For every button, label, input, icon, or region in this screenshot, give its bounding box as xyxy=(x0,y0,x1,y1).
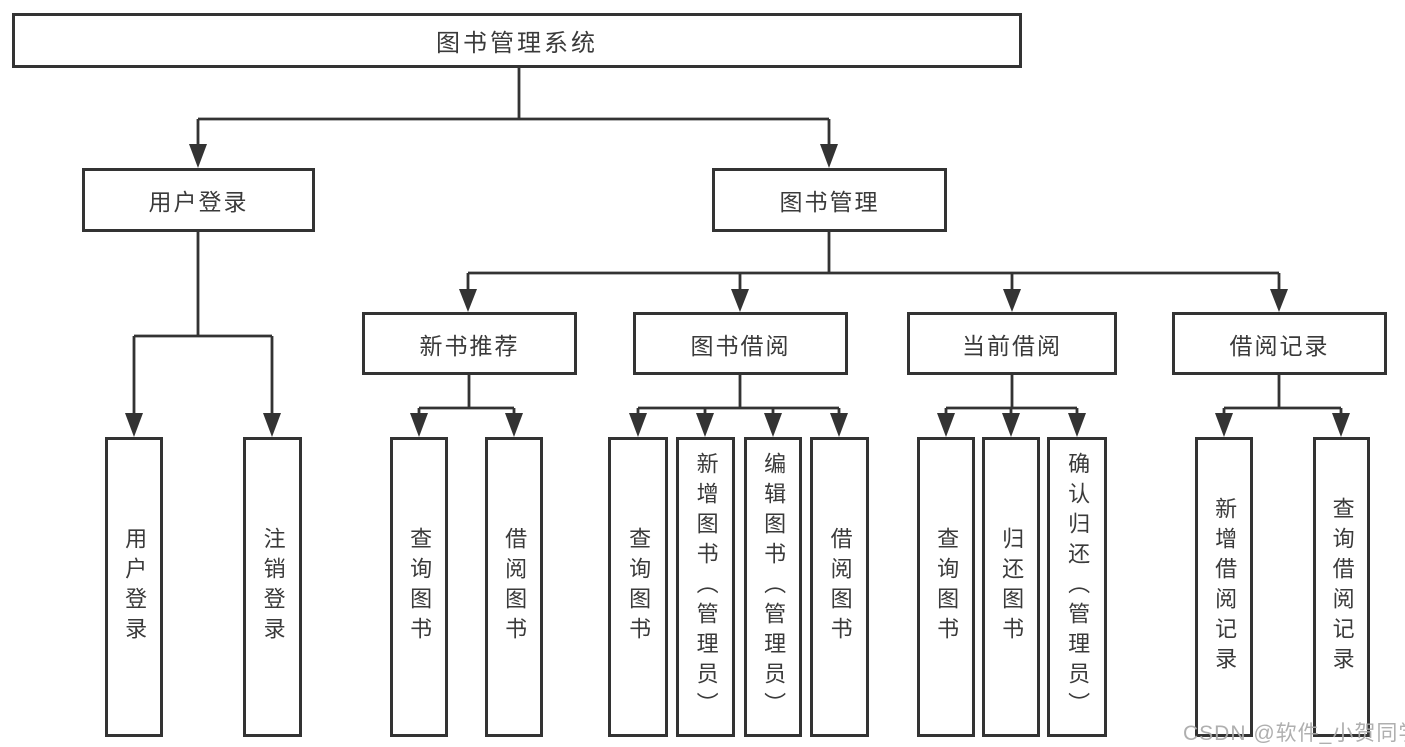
leaf-query-borrow-record: 查询借阅记录 xyxy=(1313,437,1370,737)
leaf-borrow-books: 借阅图书 xyxy=(810,437,869,737)
node-new-book-recommend: 新书推荐 xyxy=(362,312,577,375)
leaf-label: 查询图书 xyxy=(626,527,652,647)
node-label: 用户登录 xyxy=(148,189,249,215)
node-label: 新书推荐 xyxy=(419,332,520,359)
leaf-label: 借阅图书 xyxy=(827,527,853,647)
node-label: 图书借阅 xyxy=(690,332,791,359)
leaf-label: 新增借阅记录 xyxy=(1212,497,1238,677)
leaf-label: 编辑图书（管理员） xyxy=(761,452,787,722)
leaf-label: 用户登录 xyxy=(122,527,148,647)
leaf-edit-books-admin: 编辑图书（管理员） xyxy=(744,437,802,737)
leaf-logout: 注销登录 xyxy=(243,437,302,737)
leaf-label: 查询图书 xyxy=(407,527,433,647)
node-borrow-records: 借阅记录 xyxy=(1172,312,1387,375)
leaf-label: 借阅图书 xyxy=(502,527,528,647)
leaf-label: 归还图书 xyxy=(999,527,1025,647)
leaf-query-books-current: 查询图书 xyxy=(917,437,975,737)
leaf-add-books-admin: 新增图书（管理员） xyxy=(676,437,735,737)
csdn-watermark: CSDN @软件_小贺同学 xyxy=(1183,722,1405,745)
arrowheads xyxy=(125,144,1350,437)
leaf-confirm-return-admin: 确认归还（管理员） xyxy=(1047,437,1107,737)
leaf-label: 新增图书（管理员） xyxy=(693,452,719,722)
leaf-return-books: 归还图书 xyxy=(982,437,1040,737)
node-label: 当前借阅 xyxy=(962,332,1062,359)
node-system-root: 图书管理系统 xyxy=(12,13,1022,68)
leaf-label: 查询借阅记录 xyxy=(1329,497,1355,677)
leaf-query-books-recommend: 查询图书 xyxy=(390,437,448,737)
node-book-borrow: 图书借阅 xyxy=(633,312,848,375)
leaf-label: 注销登录 xyxy=(260,527,286,647)
node-book-management-branch: 图书管理 xyxy=(712,168,947,232)
node-current-borrow: 当前借阅 xyxy=(907,312,1117,375)
leaf-label: 查询图书 xyxy=(934,527,960,647)
node-user-login-branch: 用户登录 xyxy=(82,168,315,232)
node-label: 图书管理系统 xyxy=(436,30,598,57)
node-label: 图书管理 xyxy=(779,189,880,215)
node-label: 借阅记录 xyxy=(1229,332,1330,359)
leaf-label: 确认归还（管理员） xyxy=(1065,452,1091,722)
leaf-user-login: 用户登录 xyxy=(105,437,163,737)
leaf-query-books-borrow: 查询图书 xyxy=(608,437,668,737)
leaf-add-borrow-record: 新增借阅记录 xyxy=(1195,437,1253,737)
leaf-borrow-books-recommend: 借阅图书 xyxy=(485,437,543,737)
connector-strokes xyxy=(132,68,1343,417)
